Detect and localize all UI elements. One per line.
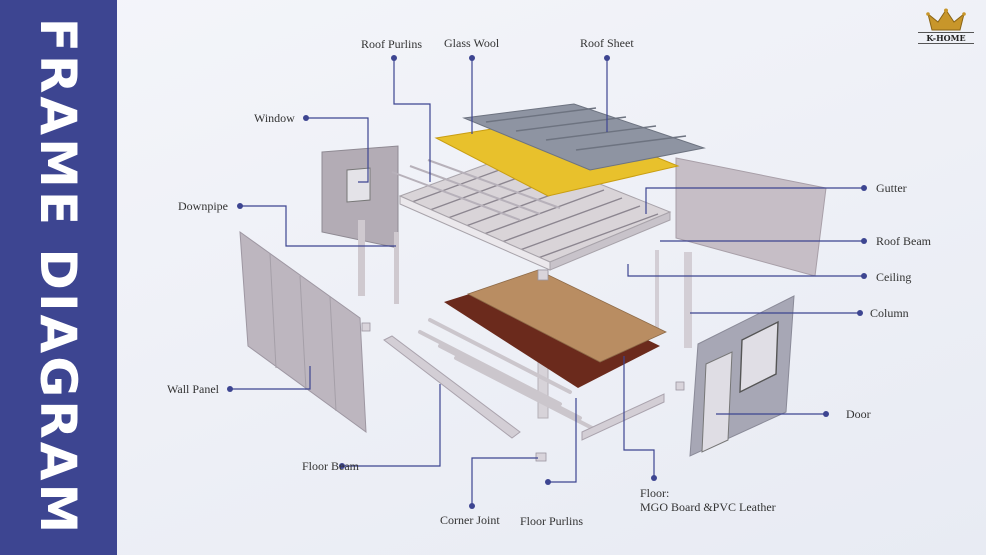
corner-joints (361, 269, 685, 462)
label-floor-beam: Floor Beam (302, 459, 359, 473)
left-wall-panel (239, 230, 367, 434)
leader-dots (227, 55, 867, 509)
leader-lines (230, 58, 864, 506)
roof-sheet-layer (462, 103, 706, 171)
label-downpipe: Downpipe (178, 199, 228, 213)
window-wall-panel (321, 145, 399, 249)
floor-boards (444, 269, 667, 388)
roof-frame (391, 151, 672, 271)
label-wall-panel: Wall Panel (167, 382, 220, 396)
label-floor-line1: Floor: (640, 486, 670, 500)
label-floor-line2: MGO Board &PVC Leather (640, 500, 776, 514)
label-door: Door (846, 407, 871, 421)
right-wall-panel (675, 157, 827, 277)
brand-logo: K-HOME (918, 8, 974, 44)
label-roof-purlins: Roof Purlins (361, 37, 423, 51)
label-corner-joint: Corner Joint (440, 513, 500, 527)
label-gutter: Gutter (876, 181, 907, 195)
label-roof-sheet: Roof Sheet (580, 36, 634, 50)
logo-text: K-HOME (918, 32, 974, 44)
floor-beams (383, 335, 665, 441)
crown-icon (926, 8, 966, 31)
label-floor-purlins: Floor Purlins (520, 514, 584, 528)
label-window: Window (254, 111, 295, 125)
title-band: FRAME DIAGRAM (0, 0, 117, 555)
label-ceiling: Ceiling (876, 270, 912, 284)
floor-purlins (418, 318, 598, 432)
door-wall-panel (689, 295, 795, 457)
label-glass-wool: Glass Wool (444, 36, 500, 50)
label-roof-beam: Roof Beam (876, 234, 931, 248)
label-column: Column (870, 306, 909, 320)
